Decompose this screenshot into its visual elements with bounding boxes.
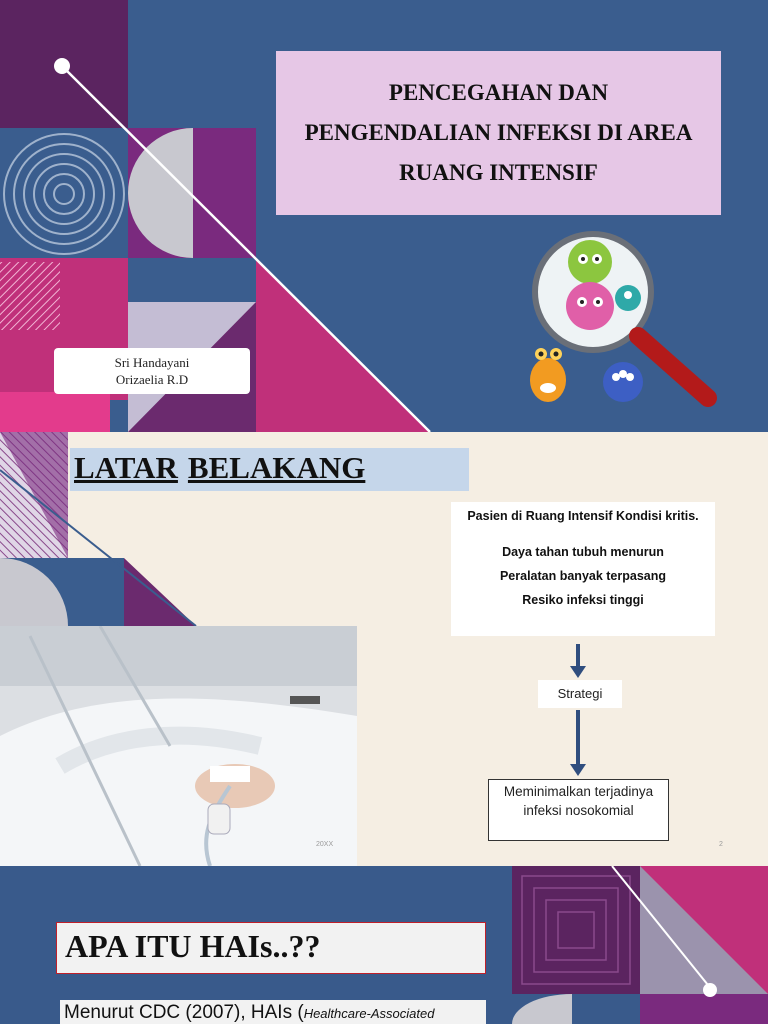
patient-photo (0, 626, 357, 866)
slide-latar-belakang: LATAR BELAKANG Pasien di Ruang Intensif K… (0, 432, 768, 866)
germs-magnifier-icon (530, 231, 717, 407)
definition-text-main: Menurut CDC (2007), HAIs ( (64, 1002, 304, 1023)
presentation-title: PENCEGAHAN DAN PENGENDALIAN INFEKSI DI A… (276, 51, 721, 215)
arrow-down-icon (570, 644, 586, 678)
geometric-decoration-left (0, 432, 197, 627)
slide-title: PENCEGAHAN DAN PENGENDALIAN INFEKSI DI A… (0, 0, 768, 432)
slide-heading: APA ITU HAIs..?? (56, 922, 486, 974)
geometric-decoration-right (512, 866, 768, 1024)
author-name-1: Sri Handayani (114, 355, 190, 370)
geometric-decoration (0, 0, 431, 432)
arrow-down-icon (570, 710, 586, 776)
footer-date: 20XX (316, 841, 334, 848)
definition-text-italic: Healthcare-Associated (303, 1006, 435, 1021)
condition-box: Pasien di Ruang Intensif Kondisi kritis.… (451, 502, 715, 636)
heading-word-latar: LATAR (74, 450, 178, 485)
slide-apa-itu-hais: APA ITU HAIs..?? Menurut CDC (2007), HAI… (0, 866, 768, 1024)
strategy-box: Strategi (538, 680, 622, 708)
title-line-2: PENGENDALIAN INFEKSI DI AREA (304, 120, 693, 145)
result-box: Meminimalkan terjadinya infeksi nosokomi… (488, 779, 669, 841)
condition-line-2: Daya tahan tubuh menurun (502, 545, 664, 559)
title-line-1: PENCEGAHAN DAN (388, 80, 609, 105)
page-number: 2 (719, 841, 723, 848)
condition-line-3: Peralatan banyak terpasang (499, 569, 667, 583)
heading-word-belakang: BELAKANG (187, 450, 366, 485)
author-name-2: Orizaelia R.D (115, 372, 189, 387)
title-line-3: RUANG INTENSIF (399, 160, 598, 185)
definition-text: Menurut CDC (2007), HAIs (Healthcare-Ass… (60, 1000, 486, 1024)
condition-line-4: Resiko infeksi tinggi (522, 593, 644, 607)
author-box: Sri Handayani Orizaelia R.D (54, 348, 250, 394)
slide-heading: LATAR BELAKANG (70, 448, 469, 491)
condition-line-1: Pasien di Ruang Intensif Kondisi kritis. (467, 509, 699, 523)
